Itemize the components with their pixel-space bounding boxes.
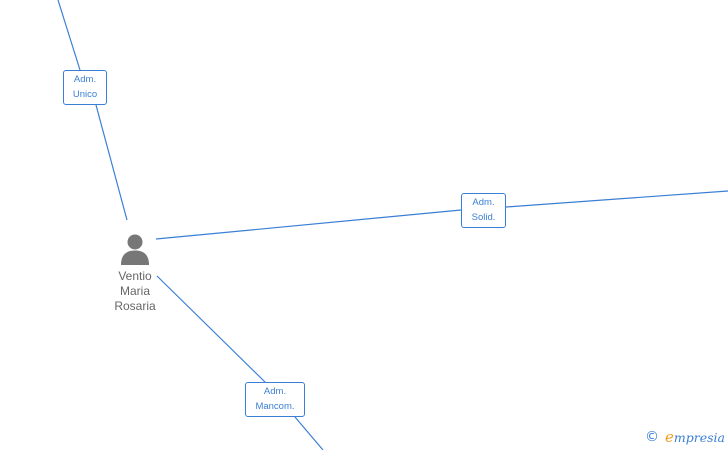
person-node[interactable]: Ventio Maria Rosaria — [100, 233, 170, 314]
edge-solid[interactable] — [155, 209, 462, 240]
brand-logo-rest: mpresia — [673, 429, 725, 445]
person-name-line: Ventio — [118, 269, 152, 283]
edge-mancom-lower[interactable] — [294, 416, 324, 450]
edge-label-adm-mancom[interactable]: Adm. Mancom. — [245, 382, 305, 417]
person-name-line: Maria — [119, 284, 150, 298]
brand-logo-first-letter: e — [665, 427, 674, 446]
edge-label-line: Mancom. — [255, 401, 295, 412]
copyright-icon: © — [645, 429, 660, 445]
edge-label-line: Adm. — [263, 386, 287, 397]
edge-label-line: Solid. — [471, 212, 496, 223]
edge-solid-right[interactable] — [505, 190, 728, 208]
brand-logo[interactable]: empresia — [665, 427, 725, 448]
edge-label-line: Adm. — [73, 74, 97, 85]
person-name-line: Rosaria — [114, 299, 156, 313]
edge-unico[interactable] — [57, 0, 81, 71]
edge-label-adm-solid[interactable]: Adm. Solid. — [461, 193, 506, 228]
edge-label-line: Unico — [72, 89, 98, 100]
person-name[interactable]: Ventio Maria Rosaria — [100, 269, 170, 314]
edge-unico-lower[interactable] — [95, 104, 128, 221]
edge-label-adm-unico[interactable]: Adm. Unico — [63, 70, 107, 105]
footer-brand: © empresia — [645, 427, 725, 447]
edge-label-line: Adm. — [472, 197, 495, 208]
edge-mancom[interactable] — [156, 275, 266, 383]
person-silhouette-icon — [121, 234, 149, 265]
